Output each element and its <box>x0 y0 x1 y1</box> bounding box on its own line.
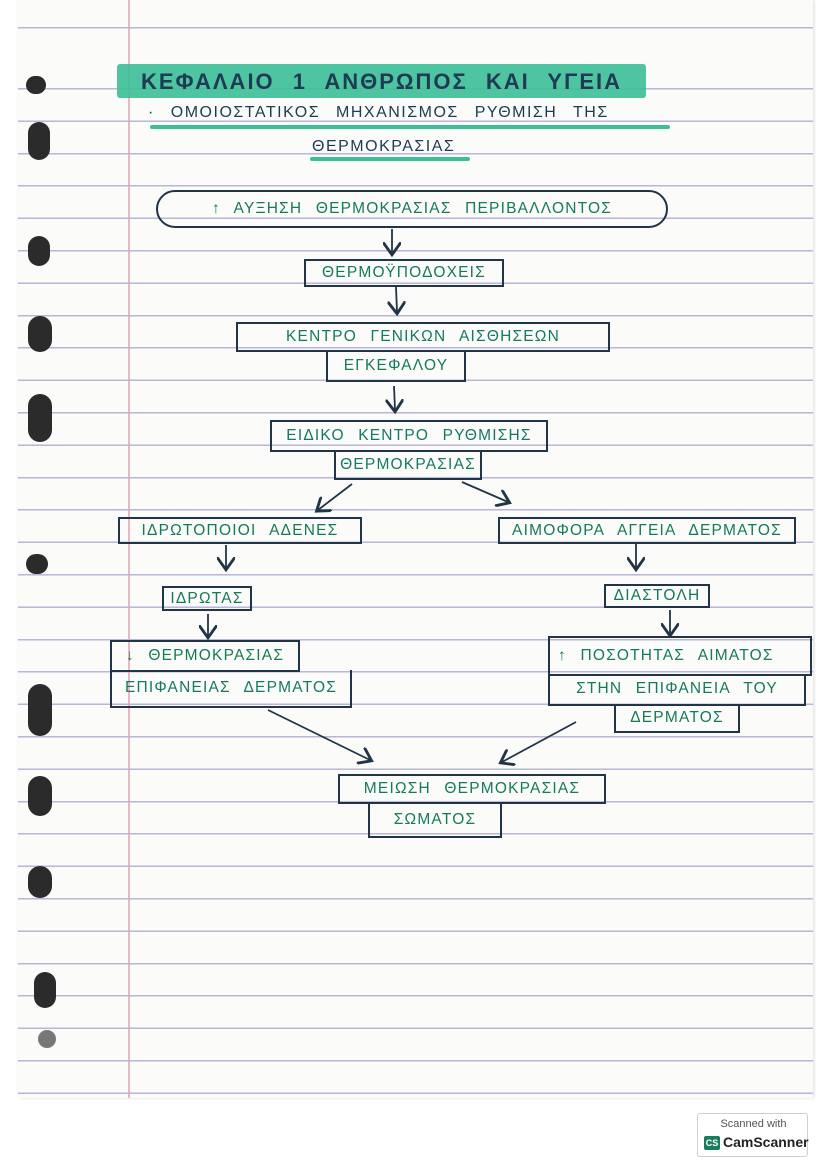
node-skin-temperature-decrease: ↓ ΘΕΡΜΟΚΡΑΣΙΑΣ <box>110 640 300 672</box>
node-skin-blood-vessels: ΑΙΜΟΦΟΡΑ ΑΓΓΕΙΑ ΔΕΡΜΑΤΟΣ <box>498 517 796 544</box>
binder-hole <box>38 1030 56 1048</box>
title-highlight <box>117 64 646 98</box>
binder-hole <box>28 236 50 266</box>
watermark-brand: CamScanner <box>723 1134 809 1150</box>
node-label: ΕΠΙΦΑΝΕΙΑΣ ΔΕΡΜΑΤΟΣ <box>124 679 338 696</box>
node-label: ΔΕΡΜΑΤΟΣ <box>630 709 724 726</box>
watermark-caption: Scanned with <box>720 1118 787 1130</box>
binder-hole <box>28 394 52 442</box>
binder-hole <box>28 866 52 898</box>
binder-hole <box>28 316 52 352</box>
node-body-temperature-decrease: ΜΕΙΩΣΗ ΘΕΡΜΟΚΡΑΣΙΑΣ <box>338 774 606 804</box>
node-label: ΣΤΗΝ ΕΠΙΦΑΝΕΙΑ ΤΟΥ <box>576 680 778 697</box>
node-skin-surface: ΕΠΙΦΑΝΕΙΑΣ ΔΕΡΜΑΤΟΣ <box>110 670 352 708</box>
arrow <box>502 721 577 762</box>
binder-hole <box>28 776 52 816</box>
node-blood-quantity-increase: ↑ ΠΟΣΟΤΗΤΑΣ ΑΙΜΑΤΟΣ <box>548 636 812 676</box>
binder-hole <box>26 76 46 94</box>
node-thermoreceptors: ΘΕΡΜΟΫΠΟΔΟΧΕΙΣ <box>304 259 504 287</box>
binder-hole <box>28 684 52 736</box>
node-label: ΔΙΑΣΤΟΛΗ <box>613 587 701 604</box>
binder-hole <box>28 122 50 160</box>
subtitle-underline <box>150 125 670 129</box>
node-temperature-regulation-center-line2: ΘΕΡΜΟΚΡΑΣΙΑΣ <box>334 452 482 480</box>
arrow <box>396 286 397 312</box>
node-sweat-glands: ΙΔΡΩΤΟΠΟΙΟΙ ΑΔΕΝΕΣ <box>118 517 362 544</box>
binder-hole <box>26 554 48 574</box>
subtitle: · ΟΜΟΙΟΣΤΑΤΙΚΟΣ ΜΗΧΑΝΙΣΜΟΣ ΡΥΘΜΙΣΗ ΤΗΣ <box>148 104 609 121</box>
node-label: ↑ ΑΥΞΗΣΗ ΘΕΡΜΟΚΡΑΣΙΑΣ ΠΕΡΙΒΑΛΛΟΝΤΟΣ <box>211 200 613 217</box>
subtitle-continued: ΘΕΡΜΟΚΡΑΣΙΑΣ <box>312 138 456 155</box>
arrow <box>267 709 370 760</box>
node-body: ΣΩΜΑΤΟΣ <box>368 804 502 838</box>
node-label: ΣΩΜΑΤΟΣ <box>393 811 477 828</box>
subtitle-continued-underline <box>310 157 470 161</box>
node-dilation: ΔΙΑΣΤΟΛΗ <box>604 584 710 608</box>
node-general-senses-center: ΚΕΝΤΡΟ ΓΕΝΙΚΩΝ ΑΙΣΘΗΣΕΩΝ <box>236 322 610 352</box>
node-skin: ΔΕΡΜΑΤΟΣ <box>614 705 740 733</box>
node-skin-surface-blood: ΣΤΗΝ ΕΠΙΦΑΝΕΙΑ ΤΟΥ <box>548 674 806 706</box>
arrow <box>318 483 353 510</box>
notebook-page <box>18 0 813 1098</box>
node-sweat: ΙΔΡΩΤΑΣ <box>162 586 252 611</box>
node-label: ΙΔΡΩΤΟΠΟΙΟΙ ΑΔΕΝΕΣ <box>141 521 339 539</box>
node-label: ΚΕΝΤΡΟ ΓΕΝΙΚΩΝ ΑΙΣΘΗΣΕΩΝ <box>286 328 560 345</box>
node-label: ↓ ΘΕΡΜΟΚΡΑΣΙΑΣ <box>125 647 285 664</box>
node-brain: ΕΓΚΕΦΑΛΟΥ <box>326 352 466 382</box>
node-label: ΜΕΙΩΣΗ ΘΕΡΜΟΚΡΑΣΙΑΣ <box>363 780 581 797</box>
page-title: ΚΕΦΑΛΑΙΟ 1 ΑΝΘΡΩΠΟΣ ΚΑΙ ΥΓΕΙΑ <box>140 69 623 94</box>
margin-line <box>128 0 130 1098</box>
node-label: ΑΙΜΟΦΟΡΑ ΑΓΓΕΙΑ ΔΕΡΜΑΤΟΣ <box>512 521 782 539</box>
node-label: ↑ ΠΟΣΟΤΗΤΑΣ ΑΙΜΑΤΟΣ <box>558 647 774 664</box>
node-label: ΘΕΡΜΟΚΡΑΣΙΑΣ <box>340 456 476 473</box>
node-label: ΘΕΡΜΟΫΠΟΔΟΧΕΙΣ <box>322 264 486 281</box>
node-label: ΕΙΔΙΚΟ ΚΕΝΤΡΟ ΡΥΘΜΙΣΗΣ <box>286 427 532 444</box>
node-label: ΙΔΡΩΤΑΣ <box>170 589 244 607</box>
camscanner-logo-icon: CS <box>704 1136 720 1150</box>
arrow <box>394 385 395 410</box>
camscanner-watermark: Scanned with CS CamScanner <box>697 1113 809 1157</box>
node-temperature-regulation-center: ΕΙΔΙΚΟ ΚΕΝΤΡΟ ΡΥΘΜΙΣΗΣ <box>270 420 548 452</box>
arrow <box>461 481 508 502</box>
node-label: ΕΓΚΕΦΑΛΟΥ <box>343 357 449 374</box>
binder-hole <box>34 972 56 1008</box>
node-environment-temperature-increase: ↑ ΑΥΞΗΣΗ ΘΕΡΜΟΚΡΑΣΙΑΣ ΠΕΡΙΒΑΛΛΟΝΤΟΣ <box>156 190 668 228</box>
